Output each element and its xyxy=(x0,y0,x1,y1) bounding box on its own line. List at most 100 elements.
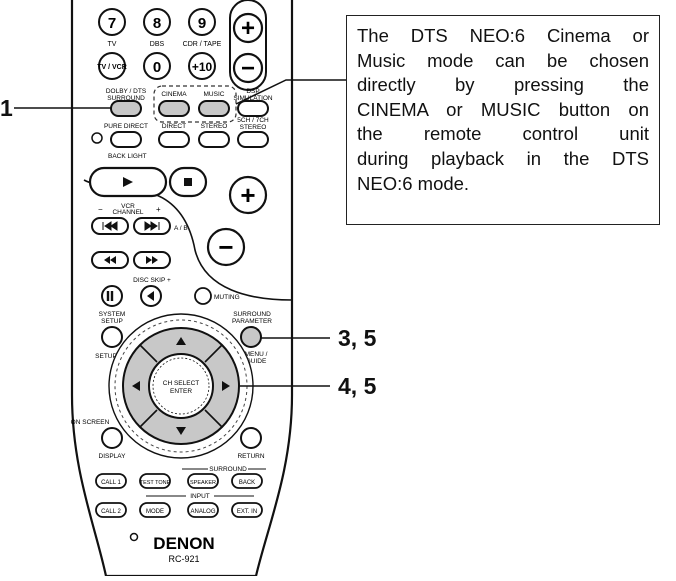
master-volume-up-label: + xyxy=(240,180,255,210)
back-button[interactable] xyxy=(231,473,263,489)
callout-step-1: 1 xyxy=(0,95,13,121)
note-box: The DTS NEO:6 Cinema or Music mode can b… xyxy=(346,15,660,225)
pure-direct-button[interactable] xyxy=(110,131,142,148)
volume-plus-label: + xyxy=(241,15,255,42)
direct-label: DIRECT xyxy=(162,123,186,130)
speaker-button[interactable] xyxy=(187,473,219,489)
dolby-dts-label: DOLBY / DTS xyxy=(106,88,147,95)
callout-step-4-5: 4, 5 xyxy=(338,373,377,399)
dpad-divider xyxy=(139,344,223,428)
call1-label: CALL 1 xyxy=(101,480,121,486)
backlight-indicator xyxy=(91,132,103,144)
ext-in-button[interactable] xyxy=(231,502,263,518)
key-tv-vcr[interactable] xyxy=(98,52,126,80)
mode-button[interactable] xyxy=(139,502,171,518)
key-7[interactable] xyxy=(98,8,126,36)
display-button[interactable] xyxy=(101,427,123,449)
key-plus10[interactable] xyxy=(188,52,216,80)
system-setup-button[interactable] xyxy=(101,326,123,348)
note-line-4: CINEMA or MUSIC button on xyxy=(357,98,649,120)
simulation-label: SIMULATION xyxy=(233,95,273,102)
guide-label: GUIDE xyxy=(246,358,267,365)
cursor-up-icon xyxy=(176,337,186,345)
skip-forward-icon xyxy=(144,221,160,231)
note-line-7: NEO:6 mode. xyxy=(357,172,470,194)
analog-label: ANALOG xyxy=(190,509,215,515)
return-button[interactable] xyxy=(240,427,262,449)
key-plus10-label: +10 xyxy=(192,60,213,74)
key-8[interactable] xyxy=(143,8,171,36)
disc-skip-label: DISC SKIP + xyxy=(133,277,171,284)
enter-label: ENTER xyxy=(170,388,192,395)
note-line-2: Music mode can be chosen xyxy=(357,49,649,71)
music-button[interactable] xyxy=(198,100,230,117)
key-0[interactable] xyxy=(143,52,171,80)
return-label: RETURN xyxy=(237,453,264,460)
model-name: RC-921 xyxy=(168,554,199,564)
direct-button[interactable] xyxy=(158,131,190,148)
setup-label: SETUP xyxy=(95,353,117,360)
cursor-right-icon xyxy=(222,381,230,391)
call2-button[interactable] xyxy=(95,502,127,518)
stereo-label: STEREO xyxy=(201,123,228,130)
pure-direct-label: PURE DIRECT xyxy=(104,123,148,130)
tv-label: TV xyxy=(108,41,117,48)
muting-button[interactable] xyxy=(194,287,212,305)
key-9[interactable] xyxy=(188,8,216,36)
surround-parameter-label-2: PARAMETER xyxy=(232,318,272,325)
ch57-stereo-label-2: STEREO xyxy=(240,124,267,131)
cursor-down-icon xyxy=(176,427,186,435)
key-9-label: 9 xyxy=(198,15,206,32)
stereo-button[interactable] xyxy=(198,131,230,148)
ch57-stereo-label-1: 5CH / 7CH xyxy=(237,117,269,124)
disc-skip-icon xyxy=(147,291,154,301)
channel-plus-label: + xyxy=(156,205,161,214)
volume-plus-button[interactable] xyxy=(232,12,264,44)
surround-label: SURROUND xyxy=(107,95,145,102)
ch-select-label: CH SELECT xyxy=(163,380,200,387)
surround-parameter-button[interactable] xyxy=(240,326,262,348)
note-line-1: The DTS NEO:6 Cinema or xyxy=(357,25,649,46)
dsp-simulation-button[interactable] xyxy=(237,100,269,117)
ch57-stereo-button[interactable] xyxy=(237,131,269,148)
menu-label: MENU / xyxy=(245,351,268,358)
volume-minus-label: − xyxy=(241,55,255,82)
back-light-label: BACK LIGHT xyxy=(108,153,147,160)
cinema-music-highlight xyxy=(153,85,237,123)
fast-forward-icon xyxy=(146,256,158,264)
channel-minus-label: − xyxy=(98,205,103,214)
play-icon xyxy=(123,177,133,187)
ch-select-enter-button[interactable] xyxy=(148,353,214,419)
muting-label: MUTING xyxy=(214,294,240,301)
cinema-button[interactable] xyxy=(158,100,190,117)
speaker-label: SPEAKER xyxy=(190,480,216,486)
dolby-dts-surround-button[interactable] xyxy=(110,100,142,117)
analog-button[interactable] xyxy=(187,502,219,518)
leader-line-note xyxy=(235,79,346,105)
mode-label: MODE xyxy=(146,509,164,515)
cinema-label: CINEMA xyxy=(161,91,187,98)
vcr-label: VCR xyxy=(121,203,135,210)
call2-label: CALL 2 xyxy=(101,509,121,515)
test-tone-label: TEST TONE xyxy=(140,480,171,486)
call1-button[interactable] xyxy=(95,473,127,489)
ab-label: A / B xyxy=(174,225,188,232)
key-8-label: 8 xyxy=(153,15,161,32)
ch-select-inner-ring xyxy=(152,357,210,415)
test-tone-button[interactable] xyxy=(139,473,171,489)
brand-logo: DENON xyxy=(153,534,214,553)
master-volume-down-button[interactable] xyxy=(206,227,246,267)
master-volume-up-button[interactable] xyxy=(228,175,268,215)
cursor-left-icon xyxy=(132,381,140,391)
music-label: MUSIC xyxy=(204,91,225,98)
rewind-icon xyxy=(104,256,116,264)
stop-icon xyxy=(184,178,192,186)
volume-minus-button[interactable] xyxy=(232,52,264,84)
skip-back-icon xyxy=(102,221,118,231)
key-7-label: 7 xyxy=(108,15,116,32)
surround-group-label: SURROUND xyxy=(209,466,247,473)
channel-label: CHANNEL xyxy=(112,209,143,216)
key-tv-vcr-label: TV / VCR xyxy=(97,64,127,71)
dsp-label: DSP xyxy=(246,88,259,95)
note-line-3: directly by pressing the xyxy=(357,74,649,96)
